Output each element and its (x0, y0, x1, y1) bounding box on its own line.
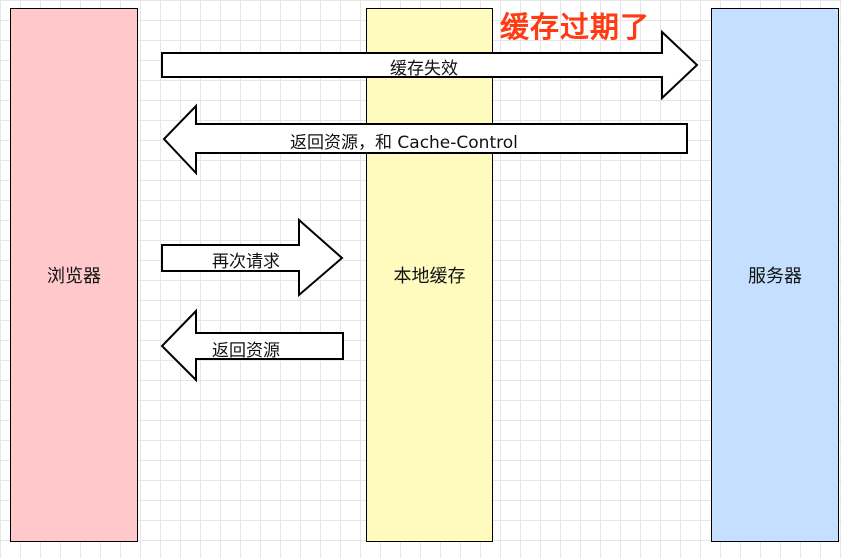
server-label: 服务器 (748, 266, 802, 287)
arrow-label-cache-invalid: 缓存失效 (390, 59, 458, 79)
browser-column: 浏览器 (10, 8, 138, 542)
arrow-return-resource (160, 308, 344, 383)
arrow-return-cache-control (162, 103, 688, 176)
cache-expired-annotation: 缓存过期了 (500, 10, 651, 44)
arrow-request-again (161, 217, 344, 298)
browser-label: 浏览器 (47, 266, 101, 287)
local-cache-label: 本地缓存 (393, 266, 466, 287)
arrow-label-return-cache-control: 返回资源，和 Cache-Control (290, 133, 518, 153)
server-column: 服务器 (711, 8, 839, 542)
local-cache-column: 本地缓存 (366, 8, 493, 542)
arrow-label-request-again: 再次请求 (212, 252, 280, 272)
arrow-cache-invalid (161, 29, 699, 101)
arrow-label-return-resource: 返回资源 (212, 341, 280, 361)
